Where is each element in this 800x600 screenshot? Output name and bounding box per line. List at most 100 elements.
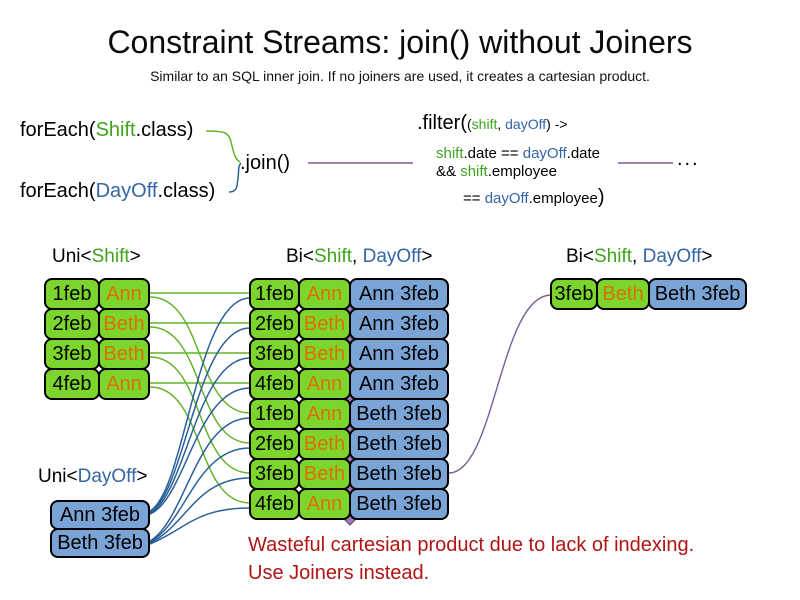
- code-text: .employee: [487, 163, 557, 180]
- code-foreach-shift: forEach(Shift.class): [20, 119, 193, 142]
- dayoff-var-token: dayOff: [522, 145, 567, 162]
- code-filter-line1: .filter((shift, dayOff) ->: [417, 112, 568, 135]
- label-text: >: [701, 246, 713, 267]
- dayoff-class-token: DayOff: [362, 246, 422, 267]
- uni-dayoff-row: Ann 3feb: [50, 500, 150, 530]
- label-bi-mid: Bi<Shift, DayOff>: [286, 246, 432, 268]
- shift-date-cell: 2feb: [44, 308, 100, 340]
- dayoff-class-token: DayOff: [77, 466, 137, 487]
- page-title: Constraint Streams: join() without Joine…: [107, 24, 693, 60]
- shift-employee-cell: Beth: [298, 458, 351, 490]
- code-text: .date: [566, 145, 601, 162]
- shift-date-cell: 1feb: [44, 278, 100, 310]
- shift-employee-cell: Ann: [98, 368, 150, 400]
- label-text: >: [421, 246, 433, 267]
- shift-var-token: shift: [471, 116, 498, 132]
- dayoff-connector-lines: [149, 297, 251, 545]
- code-text: ,: [497, 116, 506, 132]
- shift-connector-lines: [149, 292, 251, 504]
- shift-employee-cell: Ann: [298, 398, 351, 430]
- code-filter-line4: == dayOff.employee): [463, 186, 605, 209]
- code-ellipsis: ...: [677, 148, 700, 170]
- warning-note: Wasteful cartesian product due to lack o…: [248, 531, 694, 587]
- shift-var-token: shift: [436, 145, 464, 162]
- code-text: .class): [157, 180, 216, 202]
- shift-date-cell: 3feb: [249, 458, 300, 490]
- shift-date-cell: 4feb: [249, 488, 300, 520]
- flow-purple-lines: [308, 162, 673, 474]
- shift-var-token: shift: [460, 163, 488, 180]
- code-foreach-dayoff: forEach(DayOff.class): [20, 180, 215, 203]
- dayoff-cell: Beth 3feb: [349, 458, 449, 490]
- label-text: Bi<: [286, 246, 314, 267]
- shift-class-token: Shift: [91, 246, 130, 267]
- code-text: ) ->: [546, 116, 568, 132]
- shift-date-cell: 2feb: [249, 428, 300, 460]
- uni-dayoff-row: Beth 3feb: [50, 528, 150, 558]
- dayoff-var-token: dayOff: [505, 116, 547, 132]
- label-text: >: [136, 466, 148, 487]
- shift-date-cell: 2feb: [249, 308, 300, 340]
- label-text: ,: [632, 246, 643, 267]
- dayoff-cell: Beth 3feb: [50, 528, 150, 558]
- shift-class-token: Shift: [314, 246, 353, 267]
- warning-note-line2: Use Joiners instead.: [248, 562, 430, 584]
- shift-employee-cell: Ann: [298, 368, 351, 400]
- shift-date-cell: 3feb: [550, 278, 598, 310]
- shift-class-token: Shift: [594, 246, 633, 267]
- shift-date-cell: 3feb: [44, 338, 100, 370]
- shift-employee-cell: Beth: [98, 308, 150, 340]
- code-filter-line3: && shift.employee: [436, 163, 557, 180]
- code-text: forEach(: [20, 180, 96, 202]
- label-text: Uni<: [38, 466, 78, 487]
- dayoff-cell: Beth 3feb: [349, 428, 449, 460]
- label-uni-shift: Uni<Shift>: [52, 246, 141, 268]
- shift-employee-cell: Beth: [298, 308, 351, 340]
- code-text: .date ==: [463, 145, 523, 162]
- dayoff-cell: Ann 3feb: [349, 338, 449, 370]
- label-bi-right: Bi<Shift, DayOff>: [566, 246, 712, 268]
- code-text: &&: [436, 163, 461, 180]
- label-uni-dayoff: Uni<DayOff>: [38, 466, 148, 488]
- dayoff-cell: Beth 3feb: [349, 488, 449, 520]
- dayoff-class-token: DayOff: [95, 180, 158, 202]
- shift-date-cell: 1feb: [249, 278, 300, 310]
- code-text: (: [467, 116, 472, 132]
- label-text: Bi<: [566, 246, 594, 267]
- dayoff-cell: Ann 3feb: [349, 308, 449, 340]
- shift-class-token: Shift: [95, 119, 136, 141]
- dayoff-cell: Ann 3feb: [349, 278, 449, 310]
- shift-employee-cell: Ann: [298, 488, 351, 520]
- shift-employee-cell: Beth: [596, 278, 650, 310]
- shift-employee-cell: Beth: [298, 338, 351, 370]
- shift-date-cell: 4feb: [249, 368, 300, 400]
- label-text: Uni<: [52, 246, 92, 267]
- page-subtitle: Similar to an SQL inner join. If no join…: [150, 68, 650, 84]
- dayoff-cell: Ann 3feb: [50, 500, 150, 530]
- join-brace-lines: [205, 130, 242, 193]
- code-filter-line2: shift.date == dayOff.date: [436, 145, 600, 162]
- code-text: .class): [135, 119, 194, 141]
- dayoff-class-token: DayOff: [642, 246, 702, 267]
- code-text: .filter(: [417, 112, 467, 134]
- shift-date-cell: 4feb: [44, 368, 100, 400]
- shift-employee-cell: Beth: [298, 428, 351, 460]
- shift-employee-cell: Ann: [98, 278, 150, 310]
- dayoff-cell: Ann 3feb: [349, 368, 449, 400]
- code-join: .join(): [240, 152, 291, 174]
- code-text: .employee: [528, 190, 598, 207]
- code-text: ): [597, 186, 605, 208]
- label-text: >: [129, 246, 141, 267]
